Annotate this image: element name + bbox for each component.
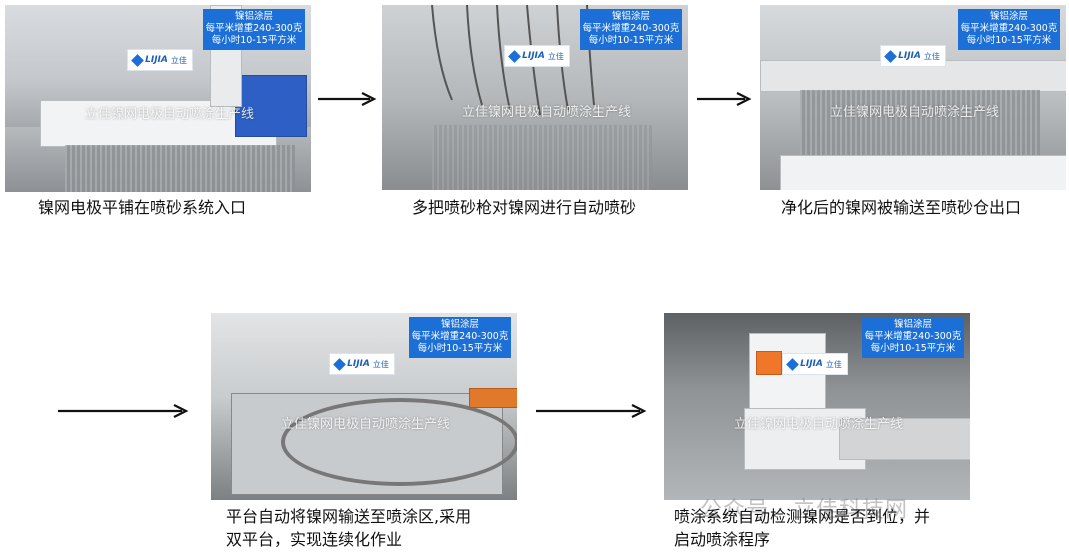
photo-watermark: 立佳镍网电极自动喷涂生产线 — [830, 105, 1000, 120]
step4-caption-line2: 双平台，实现连续化作业 — [226, 530, 403, 549]
step3-caption: 净化后的镍网被输送至喷砂仓出口 — [781, 198, 1022, 217]
arrow-right-icon — [318, 92, 377, 106]
photo-watermark: 立佳镍网电极自动喷涂生产线 — [281, 417, 451, 432]
photo-watermark: 立佳镍网电极自动喷涂生产线 — [462, 105, 632, 120]
coating-info-badge: 镍铝涂层每平米增重240-300克每小时10-15平方米 — [958, 9, 1060, 50]
coating-info-badge: 镍铝涂层每平米增重240-300克每小时10-15平方米 — [203, 9, 305, 50]
arrow-right-icon — [536, 404, 647, 418]
step4-caption-line1: 平台自动将镍网输送至喷涂区,采用 — [226, 507, 472, 526]
step2-caption: 多把喷砂枪对镍网进行自动喷砂 — [412, 198, 637, 217]
step5-caption-line1: 喷涂系统自动检测镍网是否到位，并 — [674, 507, 931, 526]
arrow-right-icon — [697, 92, 752, 106]
account-watermark: 公众号 · 立佳科技网 — [700, 498, 908, 523]
arrow-right-icon — [58, 404, 189, 418]
coating-info-badge: 镍铝涂层每平米增重240-300克每小时10-15平方米 — [409, 317, 511, 358]
step5-caption: 喷涂系统自动检测镍网是否到位，并 启动喷涂程序 — [674, 505, 930, 551]
step1-caption: 镍网电极平铺在喷砂系统入口 — [38, 198, 247, 217]
photo-watermark: 立佳镍网电极自动喷涂生产线 — [734, 417, 904, 432]
coating-info-badge: 镍铝涂层每平米增重240-300克每小时10-15平方米 — [862, 317, 964, 358]
step5-caption-line2: 启动喷涂程序 — [674, 530, 771, 549]
photo-watermark: 立佳镍网电极自动喷涂生产线 — [85, 107, 255, 122]
coating-info-badge: 镍铝涂层每平米增重240-300克每小时10-15平方米 — [580, 9, 682, 50]
step4-caption: 平台自动将镍网输送至喷涂区,采用 双平台，实现连续化作业 — [226, 505, 471, 551]
